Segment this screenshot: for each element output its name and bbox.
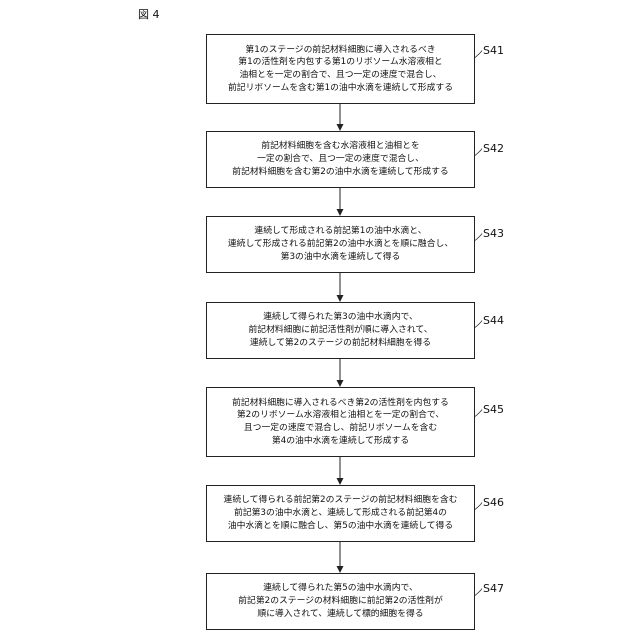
step-box-s44: 連続して得られた第3の油中水滴内で、 前記材料細胞に前記活性剤が順に導入されて、… [206, 302, 475, 359]
step-line: 前記第2のステージの材料細胞に前記第2の活性剤が [238, 595, 443, 608]
step-line: 第3の油中水滴を連続して得る [228, 251, 453, 264]
step-box-s46: 連続して得られる前記第2のステージの前記材料細胞を含む 前記第3の油中水滴と、連… [206, 485, 475, 542]
step-box-s42: 前記材料細胞を含む水溶液相と油相とを 一定の割合で、且つ一定の速度で混合し、 前… [206, 131, 475, 188]
leader-line [475, 503, 482, 510]
step-line: 連続して形成される前記第2の油中水滴とを順に融合し、 [228, 238, 453, 251]
step-id-s44: S44 [483, 314, 504, 327]
step-id-s41: S41 [483, 44, 504, 57]
step-id-s45: S45 [483, 403, 504, 416]
step-line: 第4の油中水滴を連続して形成する [232, 435, 449, 448]
arrow-head-icon [337, 478, 344, 485]
arrow-head-icon [337, 566, 344, 573]
step-id-s46: S46 [483, 496, 504, 509]
step-box-s41: 第1のステージの前記材料細胞に導入されるべき 第1の活性剤を内包する第1のリボソ… [206, 34, 475, 104]
step-line: 且つ一定の速度で混合し、前記リボソームを含む [232, 422, 449, 435]
step-line: 連続して得られた第5の油中水滴内で、 [238, 582, 443, 595]
leader-line [475, 51, 482, 58]
step-line: 順に導入されて、連続して標的細胞を得る [238, 608, 443, 621]
step-box-s45: 前記材料細胞に導入されるべき第2の活性剤を内包する 第2のリボソーム水溶液相と油… [206, 387, 475, 457]
step-line: 前記材料細胞を含む第2の油中水滴を連続して形成する [232, 166, 448, 179]
step-line: 油中水滴とを順に融合し、第5の油中水滴を連続して得る [224, 520, 458, 533]
arrow-head-icon [337, 295, 344, 302]
arrow-head-icon [337, 209, 344, 216]
step-line: 連続して形成される前記第1の油中水滴と、 [228, 225, 453, 238]
step-line: 第1のステージの前記材料細胞に導入されるべき [228, 44, 453, 57]
step-id-s47: S47 [483, 582, 504, 595]
leader-line [475, 410, 482, 417]
step-line: 前記材料細胞を含む水溶液相と油相とを [232, 140, 448, 153]
step-id-s42: S42 [483, 142, 504, 155]
leader-line [475, 321, 482, 328]
step-line: 油相とを一定の割合で、且つ一定の速度で混合し、 [228, 69, 453, 82]
step-line: 第2のリボソーム水溶液相と油相とを一定の割合で、 [232, 409, 449, 422]
step-line: 連続して第2のステージの前記材料細胞を得る [248, 337, 432, 350]
step-line: 連続して得られた第3の油中水滴内で、 [248, 311, 432, 324]
figure-label: 図 4 [138, 6, 160, 22]
step-box-s43: 連続して形成される前記第1の油中水滴と、 連続して形成される前記第2の油中水滴と… [206, 216, 475, 273]
step-line: 一定の割合で、且つ一定の速度で混合し、 [232, 153, 448, 166]
step-line: 前記材料細胞に前記活性剤が順に導入されて、 [248, 324, 432, 337]
leader-line [475, 149, 482, 156]
step-id-s43: S43 [483, 227, 504, 240]
step-box-s47: 連続して得られた第5の油中水滴内で、 前記第2のステージの材料細胞に前記第2の活… [206, 573, 475, 630]
leader-line [475, 589, 482, 596]
step-line: 第1の活性剤を内包する第1のリボソーム水溶液相と [228, 56, 453, 69]
step-line: 連続して得られる前記第2のステージの前記材料細胞を含む [224, 494, 458, 507]
arrow-head-icon [337, 380, 344, 387]
step-line: 前記材料細胞に導入されるべき第2の活性剤を内包する [232, 397, 449, 410]
step-line: 前記リボソームを含む第1の油中水滴を連続して形成する [228, 82, 453, 95]
leader-line [475, 234, 482, 241]
step-line: 前記第3の油中水滴と、連続して形成される前記第4の [224, 507, 458, 520]
arrow-head-icon [337, 124, 344, 131]
